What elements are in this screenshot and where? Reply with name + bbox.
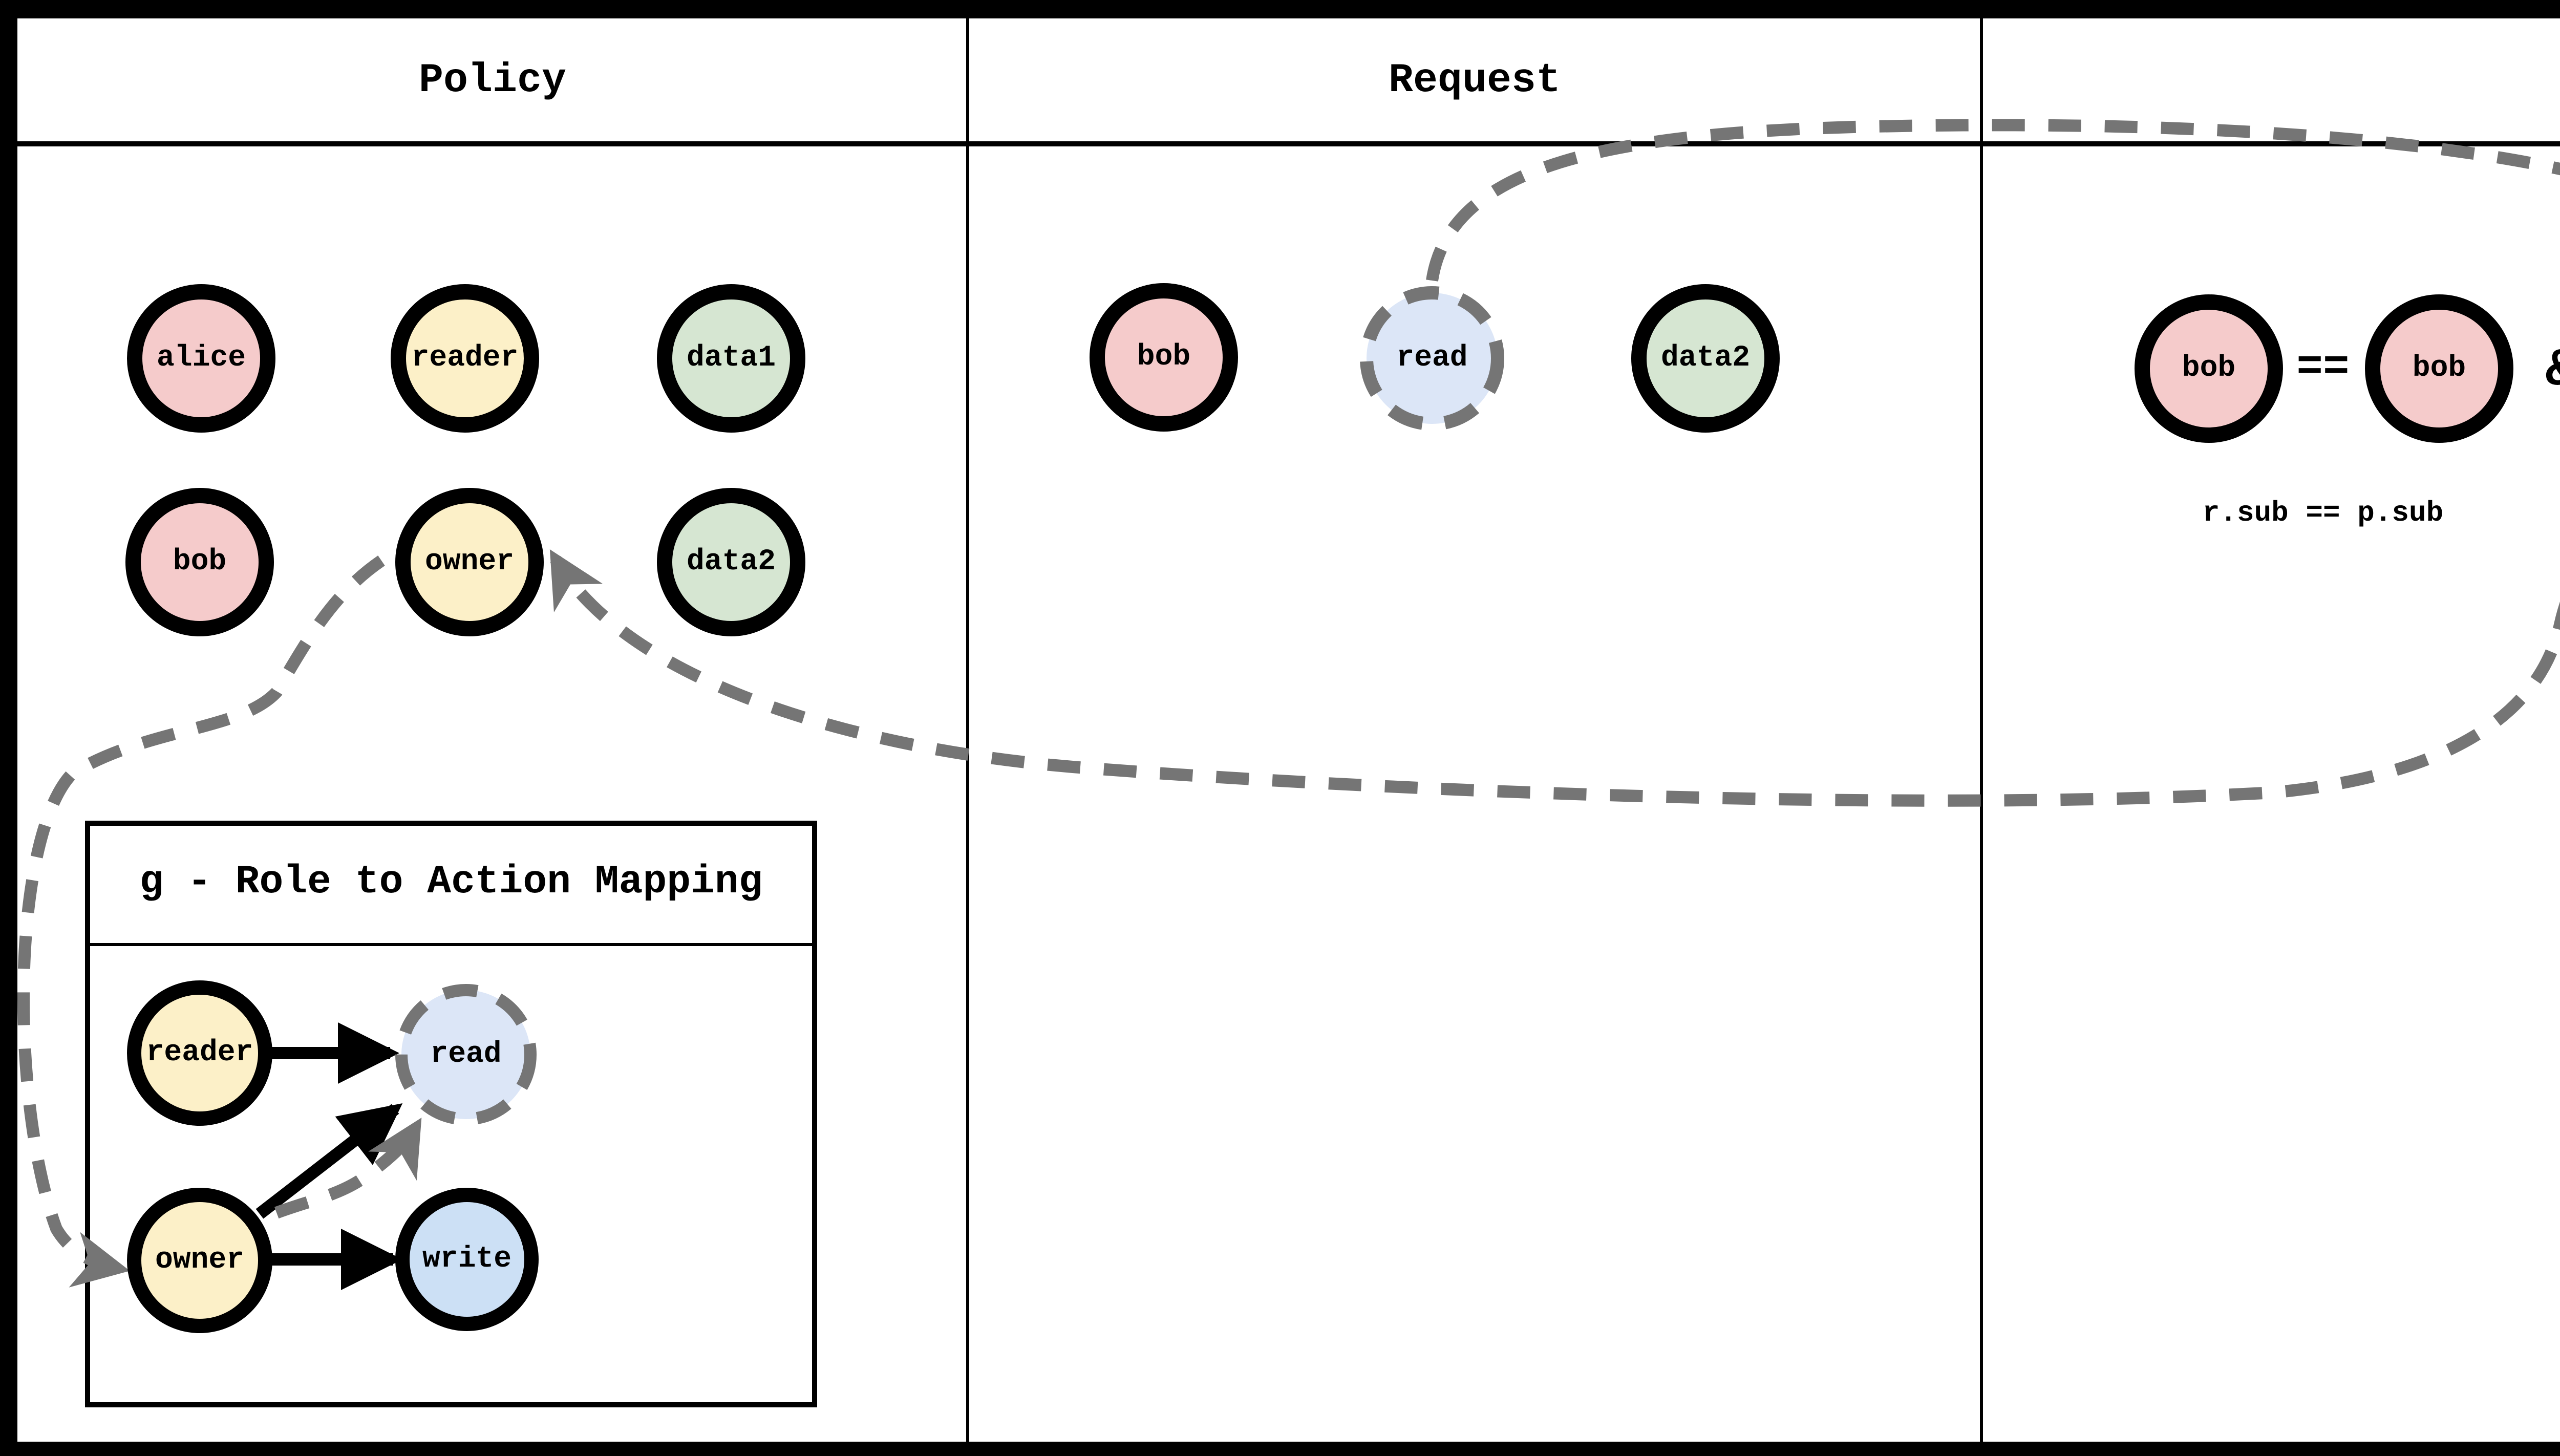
node-matching-bob-p xyxy=(2365,294,2513,443)
node-g-read-label: read xyxy=(430,1038,502,1071)
flow-g-owner-to-g-read xyxy=(223,1118,422,1244)
node-request-bob xyxy=(1090,283,1238,432)
node-policy-bob xyxy=(125,488,274,636)
node-matching-bob-r xyxy=(2135,294,2283,443)
column-title-request: Request xyxy=(1388,57,1561,104)
node-g-reader xyxy=(127,980,272,1126)
node-g-write xyxy=(395,1188,539,1331)
node-request-read xyxy=(1360,286,1504,431)
node-policy-data1-label: data1 xyxy=(686,341,776,375)
flow-matching-owner-to-policy-owner xyxy=(549,549,2560,807)
node-g-read xyxy=(395,984,537,1125)
node-request-data2 xyxy=(1631,284,1780,433)
node-policy-owner xyxy=(395,488,544,636)
column-title-policy: Policy xyxy=(418,57,567,104)
node-policy-data2-label: data2 xyxy=(686,545,776,579)
node-request-bob-label: bob xyxy=(1137,340,1191,374)
node-g-write-label: write xyxy=(422,1243,512,1276)
caption-sub-match: r.sub == p.sub xyxy=(2202,497,2444,529)
node-policy-data1 xyxy=(657,284,805,433)
node-policy-owner-label: owner xyxy=(424,545,515,579)
node-policy-data2 xyxy=(657,488,805,636)
node-policy-reader-label: reader xyxy=(411,341,519,375)
flow-request-read-to-matching-read xyxy=(1426,119,2560,282)
node-matching-bob-r-label: bob xyxy=(2182,352,2236,385)
operator-equals-sub: == xyxy=(2296,342,2350,393)
operator-and-1: && xyxy=(2546,344,2560,397)
node-request-read-label: read xyxy=(1396,341,1468,375)
g-box-title: g - Role to Action Mapping xyxy=(139,860,763,905)
node-policy-bob-label: bob xyxy=(173,545,227,579)
node-policy-alice xyxy=(127,284,275,433)
flow-policy-owner-to-g-owner xyxy=(17,555,385,1288)
node-matching-bob-p-label: bob xyxy=(2412,352,2466,385)
node-policy-alice-label: alice xyxy=(156,341,246,375)
node-g-reader-label: reader xyxy=(146,1036,253,1069)
node-request-data2-label: data2 xyxy=(1660,341,1751,375)
node-g-owner-label: owner xyxy=(155,1244,245,1277)
node-policy-reader xyxy=(391,284,539,433)
node-g-owner xyxy=(127,1188,272,1333)
